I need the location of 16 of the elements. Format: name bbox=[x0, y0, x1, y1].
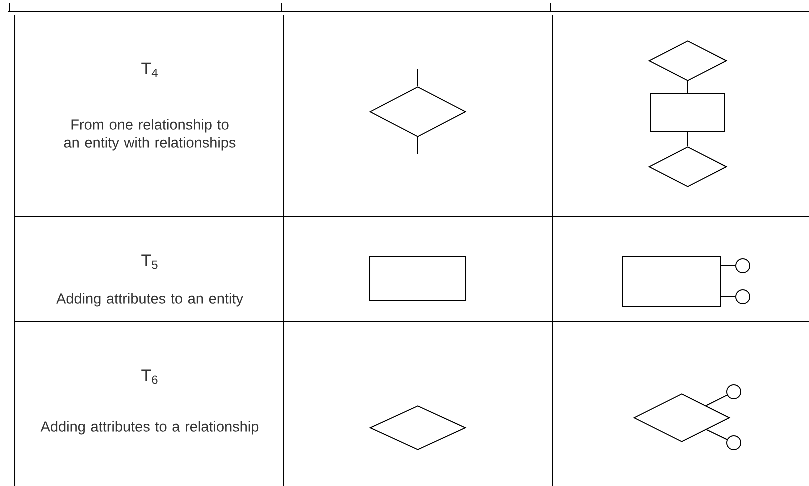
attribute-circle bbox=[736, 258, 750, 274]
connector-line bbox=[706, 430, 728, 440]
attribute-circle bbox=[726, 436, 742, 450]
step-label: T$_{4}$ bbox=[142, 62, 158, 78]
attribute-circle bbox=[726, 384, 742, 400]
attribute-circle bbox=[736, 290, 750, 304]
description-text: Adding attributes to a relationship bbox=[40, 421, 259, 435]
connector-line bbox=[721, 296, 736, 298]
connector-line bbox=[706, 394, 728, 406]
rectangle-symbol bbox=[650, 94, 726, 132]
rectangle-symbol bbox=[622, 256, 722, 308]
description-text: Adding attributes to an entity bbox=[56, 293, 244, 307]
rectangle-symbol bbox=[370, 256, 466, 302]
step-label: T$_{5}$ bbox=[142, 254, 158, 270]
step-label: T$_{6}$ bbox=[142, 370, 158, 384]
description-text: From one relationship to an entity with relationships bbox=[64, 119, 236, 151]
